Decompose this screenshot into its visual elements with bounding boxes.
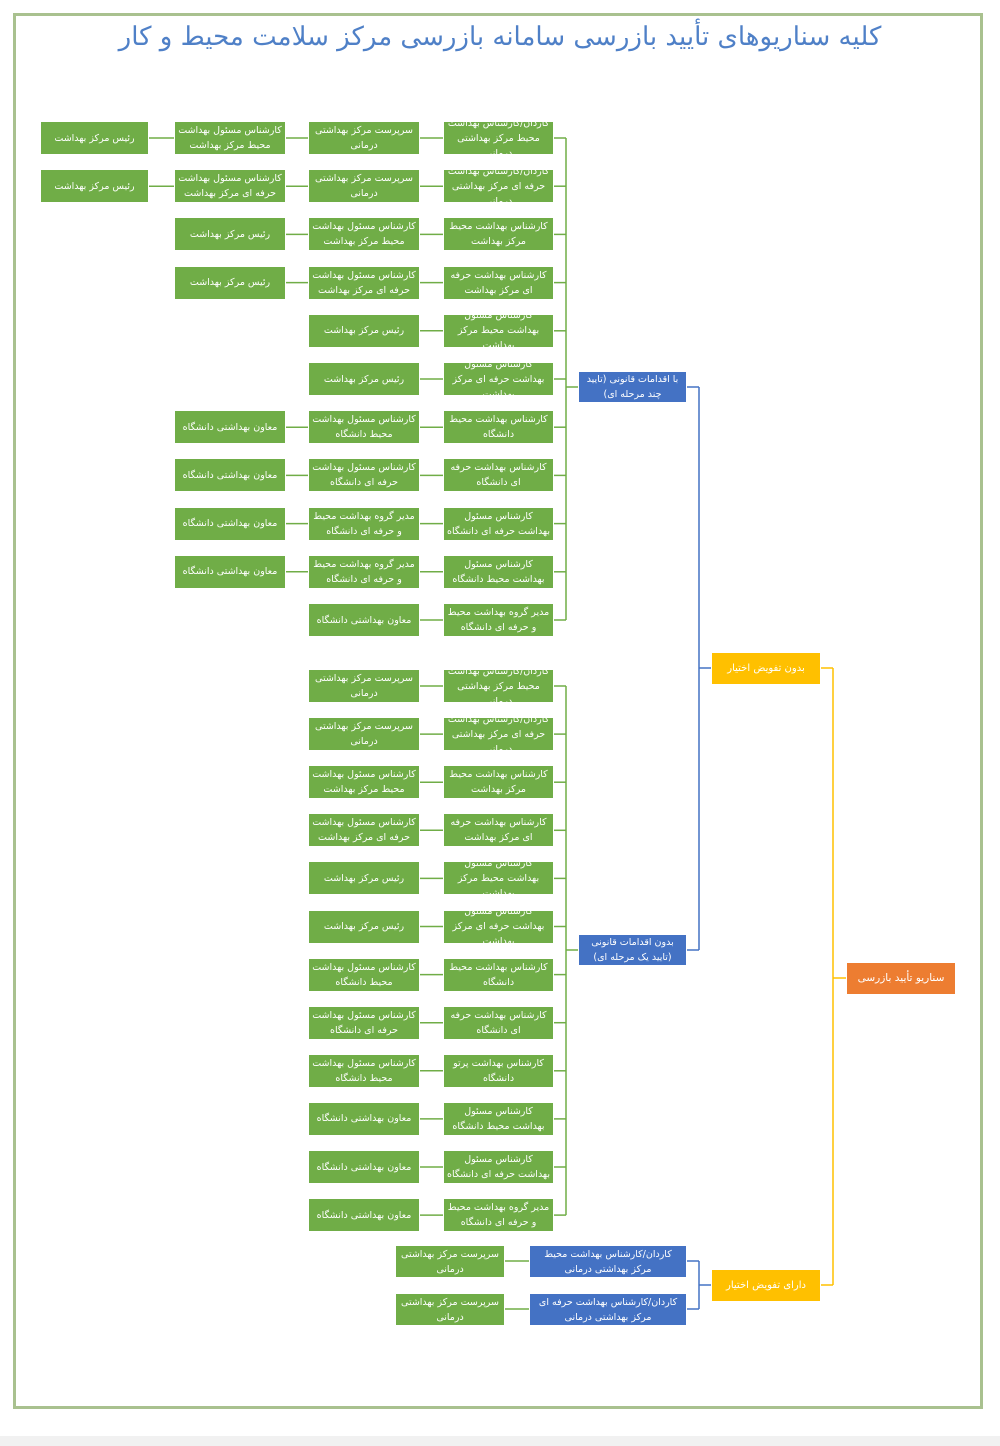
single-stage-row-10-step-2: معاون بهداشتی دانشگاه [308,1101,420,1136]
multi-stage-row-7-step-3: معاون بهداشتی دانشگاه [174,410,286,445]
multi-stage-row-6-step-1: کارشناس مسئول بهداشت حرفه ای مرکز بهداشت [443,359,554,400]
stage-type-2: بدون اقدامات قانونی (تایید یک مرحله ای) [578,934,687,966]
single-stage-row-1-step-1: کاردان/کارشناس بهداشت محیط مرکز بهداشتی … [443,666,554,707]
multi-stage-row-9-step-3: معاون بهداشتی دانشگاه [174,506,286,541]
single-stage-row-2-step-2: سرپرست مرکز بهداشتی درمانی [308,717,420,752]
multi-stage-row-1-step-1: کاردان/کارشناس بهداشت محیط مرکز بهداشتی … [443,118,554,159]
multi-stage-row-5-step-1: کارشناس مسئول بهداشت محیط مرکز بهداشت [443,310,554,351]
multi-stage-row-7-step-1: کارشناس بهداشت محیط دانشگاه [443,410,554,445]
multi-stage-row-10-step-1: کارشناس مسئول بهداشت محیط دانشگاه [443,554,554,589]
multi-stage-row-2-step-1: کاردان/کارشناس بهداشت حرفه ای مرکز بهداش… [443,166,554,207]
multi-stage-row-3-step-3: رئیس مرکز بهداشت [174,217,286,252]
single-stage-row-9-step-2: کارشناس مسئول بهداشت محیط دانشگاه [308,1053,420,1088]
multi-stage-row-3-step-2: کارشناس مسئول بهداشت محیط مرکز بهداشت [308,217,420,252]
single-stage-row-11-step-1: کارشناس مسئول بهداشت حرفه ای دانشگاه [443,1150,554,1184]
multi-stage-row-4-step-2: کارشناس مسئول بهداشت حرفه ای مرکز بهداشت [308,265,420,300]
multi-stage-row-9-step-2: مدیر گروه بهداشت محیط و حرفه ای دانشگاه [308,506,420,541]
delegated-row-2-step-2: سرپرست مرکز بهداشتی درمانی [395,1293,505,1326]
single-stage-row-7-step-2: کارشناس مسئول بهداشت محیط دانشگاه [308,957,420,992]
multi-stage-row-2-step-3: کارشناس مسئول بهداشت حرفه ای مرکز بهداشت [174,169,286,204]
multi-stage-row-10-step-3: معاون بهداشتی دانشگاه [174,554,286,589]
single-stage-row-5-step-2: رئیس مرکز بهداشت [308,861,420,896]
multi-stage-row-7-step-2: کارشناس مسئول بهداشت محیط دانشگاه [308,410,420,445]
multi-stage-row-5-step-2: رئیس مرکز بهداشت [308,313,420,348]
single-stage-row-1-step-2: سرپرست مرکز بهداشتی درمانی [308,669,420,703]
single-stage-row-4-step-2: کارشناس مسئول بهداشت حرفه ای مرکز بهداشت [308,813,420,848]
single-stage-row-3-step-1: کارشناس بهداشت محیط مرکز بهداشت [443,765,554,800]
single-stage-row-4-step-1: کارشناس بهداشت حرفه ای مرکز بهداشت [443,813,554,848]
single-stage-row-3-step-2: کارشناس مسئول بهداشت محیط مرکز بهداشت [308,765,420,800]
approval-mode-2: دارای تفویض اختیار [711,1269,821,1302]
multi-stage-row-3-step-1: کارشناس بهداشت محیط مرکز بهداشت [443,217,554,252]
single-stage-row-8-step-2: کارشناس مسئول بهداشت حرفه ای دانشگاه [308,1005,420,1040]
multi-stage-row-4-step-1: کارشناس بهداشت حرفه ای مرکز بهداشت [443,265,554,300]
bottom-bar [0,1436,1000,1446]
multi-stage-row-10-step-2: مدیر گروه بهداشت محیط و حرفه ای دانشگاه [308,554,420,589]
multi-stage-row-8-step-1: کارشناس بهداشت حرفه ای دانشگاه [443,458,554,493]
delegated-row-1-step-1: کاردان/کارشناس بهداشت محیط مرکز بهداشتی … [529,1245,687,1278]
approval-mode-1: بدون تفویض اختیار [711,652,821,685]
single-stage-row-12-step-1: مدیر گروه بهداشت محیط و حرفه ای دانشگاه [443,1198,554,1233]
page-frame [13,13,983,1409]
delegated-row-2-step-1: کاردان/کارشناس بهداشت حرفه ای مرکز بهداش… [529,1293,687,1326]
single-stage-row-6-step-1: کارشناس مسئول بهداشت حرفه ای مرکز بهداشت [443,906,554,947]
multi-stage-row-6-step-2: رئیس مرکز بهداشت [308,362,420,396]
single-stage-row-7-step-1: کارشناس بهداشت محیط دانشگاه [443,957,554,992]
multi-stage-row-9-step-1: کارشناس مسئول بهداشت حرفه ای دانشگاه [443,506,554,541]
multi-stage-row-11-step-1: مدیر گروه بهداشت محیط و حرفه ای دانشگاه [443,603,554,637]
root-node: سناریو تأیید بازرسی [846,962,956,995]
single-stage-row-2-step-1: کاردان/کارشناس بهداشت حرفه ای مرکز بهداش… [443,714,554,755]
single-stage-row-10-step-1: کارشناس مسئول بهداشت محیط دانشگاه [443,1101,554,1136]
multi-stage-row-2-step-2: سرپرست مرکز بهداشتی درمانی [308,169,420,204]
single-stage-row-6-step-2: رئیس مرکز بهداشت [308,909,420,944]
stage-type-1: با اقدامات قانونی (تایید چند مرحله ای) [578,371,687,403]
multi-stage-row-11-step-2: معاون بهداشتی دانشگاه [308,603,420,637]
single-stage-row-9-step-1: کارشناس بهداشت پرتو دانشگاه [443,1053,554,1088]
multi-stage-row-1-step-4: رئیس مرکز بهداشت [40,121,149,155]
page-title: کلیه سناریوهای تأیید بازرسی سامانه بازرس… [118,22,882,52]
delegated-row-1-step-2: سرپرست مرکز بهداشتی درمانی [395,1245,505,1278]
multi-stage-row-1-step-2: سرپرست مرکز بهداشتی درمانی [308,121,420,155]
multi-stage-row-1-step-3: کارشناس مسئول بهداشت محیط مرکز بهداشت [174,121,286,155]
single-stage-row-12-step-2: معاون بهداشتی دانشگاه [308,1198,420,1233]
single-stage-row-11-step-2: معاون بهداشتی دانشگاه [308,1150,420,1184]
multi-stage-row-8-step-3: معاون بهداشتی دانشگاه [174,458,286,493]
single-stage-row-8-step-1: کارشناس بهداشت حرفه ای دانشگاه [443,1005,554,1040]
multi-stage-row-2-step-4: رئیس مرکز بهداشت [40,169,149,204]
multi-stage-row-8-step-2: کارشناس مسئول بهداشت حرفه ای دانشگاه [308,458,420,493]
single-stage-row-5-step-1: کارشناس مسئول بهداشت محیط مرکز بهداشت [443,858,554,899]
multi-stage-row-4-step-3: رئیس مرکز بهداشت [174,265,286,300]
